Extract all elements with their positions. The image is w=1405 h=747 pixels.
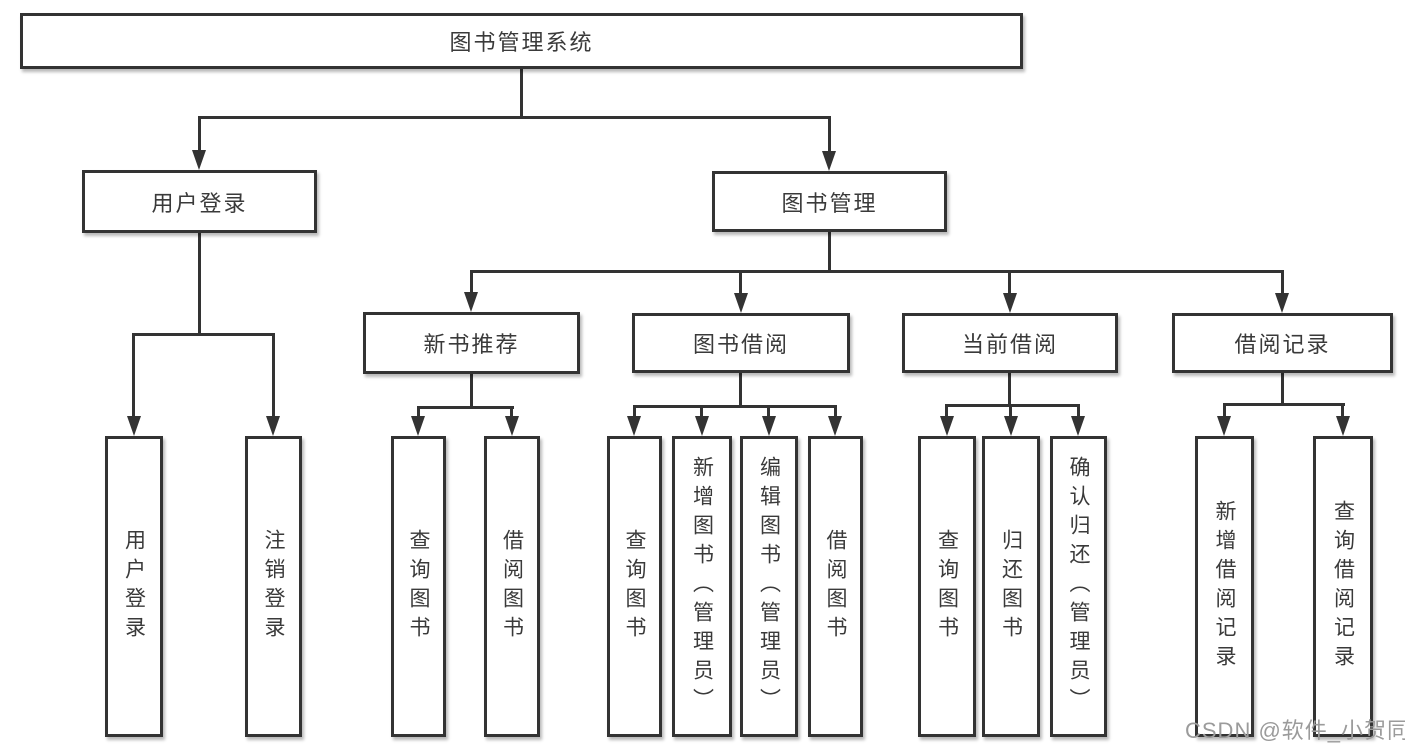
arrow-down-icon xyxy=(411,416,425,436)
arrow-down-icon xyxy=(734,293,748,313)
leaf-borrow-books-recommend: 借阅图书 xyxy=(484,436,540,737)
connector-line xyxy=(945,404,1080,407)
leaf-label: 新增图书（管理员） xyxy=(690,456,714,717)
leaf-query-books-borrow: 查询图书 xyxy=(607,436,662,737)
arrow-down-icon xyxy=(192,150,206,170)
connector-line xyxy=(1223,403,1345,406)
connector-line xyxy=(1008,270,1011,295)
connector-line xyxy=(417,406,514,409)
leaf-label: 注销登录 xyxy=(262,528,285,645)
arrow-down-icon xyxy=(266,416,280,436)
arrow-down-icon xyxy=(464,292,478,312)
connector-line xyxy=(520,67,523,118)
leaf-label: 归还图书 xyxy=(999,528,1023,645)
connector-line xyxy=(470,270,473,294)
node-new-book-recommend: 新书推荐 xyxy=(363,312,580,374)
arrow-down-icon xyxy=(828,416,842,436)
connector-line xyxy=(739,371,742,407)
connector-line xyxy=(739,270,742,295)
leaf-label: 查询图书 xyxy=(407,528,430,645)
arrow-down-icon xyxy=(505,416,519,436)
connector-line xyxy=(1223,403,1226,418)
node-current-borrow: 当前借阅 xyxy=(902,313,1118,373)
node-book-management: 图书管理 xyxy=(712,171,947,232)
leaf-label: 借阅图书 xyxy=(824,528,847,645)
leaf-confirm-return-admin: 确认归还（管理员） xyxy=(1050,436,1107,737)
leaf-label: 借阅图书 xyxy=(500,528,524,645)
connector-line xyxy=(1009,404,1012,418)
arrow-down-icon xyxy=(1003,293,1017,313)
connector-line xyxy=(417,406,420,418)
leaf-label: 查询图书 xyxy=(935,528,959,645)
connector-line xyxy=(510,406,513,418)
arrow-down-icon xyxy=(627,416,641,436)
leaf-query-books-current: 查询图书 xyxy=(918,436,976,737)
connector-line xyxy=(132,333,135,418)
leaf-label: 新增借阅记录 xyxy=(1213,499,1236,674)
node-root: 图书管理系统 xyxy=(20,13,1023,69)
connector-line xyxy=(633,405,837,408)
connector-line xyxy=(1341,403,1344,418)
connector-line xyxy=(272,333,275,418)
arrow-down-icon xyxy=(1071,416,1085,436)
leaf-label: 用户登录 xyxy=(122,528,146,645)
node-user-login: 用户登录 xyxy=(82,170,317,233)
connector-line xyxy=(470,270,1284,273)
arrow-down-icon xyxy=(940,416,954,436)
leaf-label: 编辑图书（管理员） xyxy=(757,456,781,717)
leaf-borrow-books: 借阅图书 xyxy=(808,436,863,737)
connector-line xyxy=(470,372,473,408)
connector-line xyxy=(828,230,831,272)
leaf-query-books-recommend: 查询图书 xyxy=(391,436,446,737)
leaf-label: 查询借阅记录 xyxy=(1331,499,1355,674)
leaf-label: 确认归还（管理员） xyxy=(1067,456,1090,717)
connector-line xyxy=(834,405,837,418)
connector-line xyxy=(945,404,948,418)
node-borrow-records: 借阅记录 xyxy=(1172,313,1393,373)
arrow-down-icon xyxy=(127,416,141,436)
connector-line xyxy=(198,116,201,154)
connector-line xyxy=(767,405,770,418)
arrow-down-icon xyxy=(822,151,836,171)
connector-line xyxy=(1281,270,1284,295)
arrow-down-icon xyxy=(1004,416,1018,436)
leaf-return-books: 归还图书 xyxy=(982,436,1040,737)
leaf-label: 查询图书 xyxy=(623,528,646,645)
connector-line xyxy=(828,116,831,154)
leaf-user-login: 用户登录 xyxy=(105,436,163,737)
leaf-query-borrow-record: 查询借阅记录 xyxy=(1313,436,1373,737)
leaf-add-book-admin: 新增图书（管理员） xyxy=(672,436,732,737)
connector-line xyxy=(700,405,703,418)
leaf-add-borrow-record: 新增借阅记录 xyxy=(1195,436,1254,737)
arrow-down-icon xyxy=(695,416,709,436)
connector-line xyxy=(1077,404,1080,418)
leaf-logout: 注销登录 xyxy=(245,436,302,737)
connector-line xyxy=(133,333,275,336)
leaf-edit-book-admin: 编辑图书（管理员） xyxy=(740,436,798,737)
arrow-down-icon xyxy=(762,416,776,436)
arrow-down-icon xyxy=(1217,416,1231,436)
csdn-watermark: CSDN @软件_小贺同学 xyxy=(1185,718,1405,743)
connector-line xyxy=(198,116,831,119)
arrow-down-icon xyxy=(1336,416,1350,436)
node-book-borrow: 图书借阅 xyxy=(632,313,850,373)
connector-line xyxy=(1281,371,1284,405)
connector-line xyxy=(1008,371,1011,406)
connector-line xyxy=(633,405,636,418)
arrow-down-icon xyxy=(1275,293,1289,313)
connector-line xyxy=(198,231,201,335)
